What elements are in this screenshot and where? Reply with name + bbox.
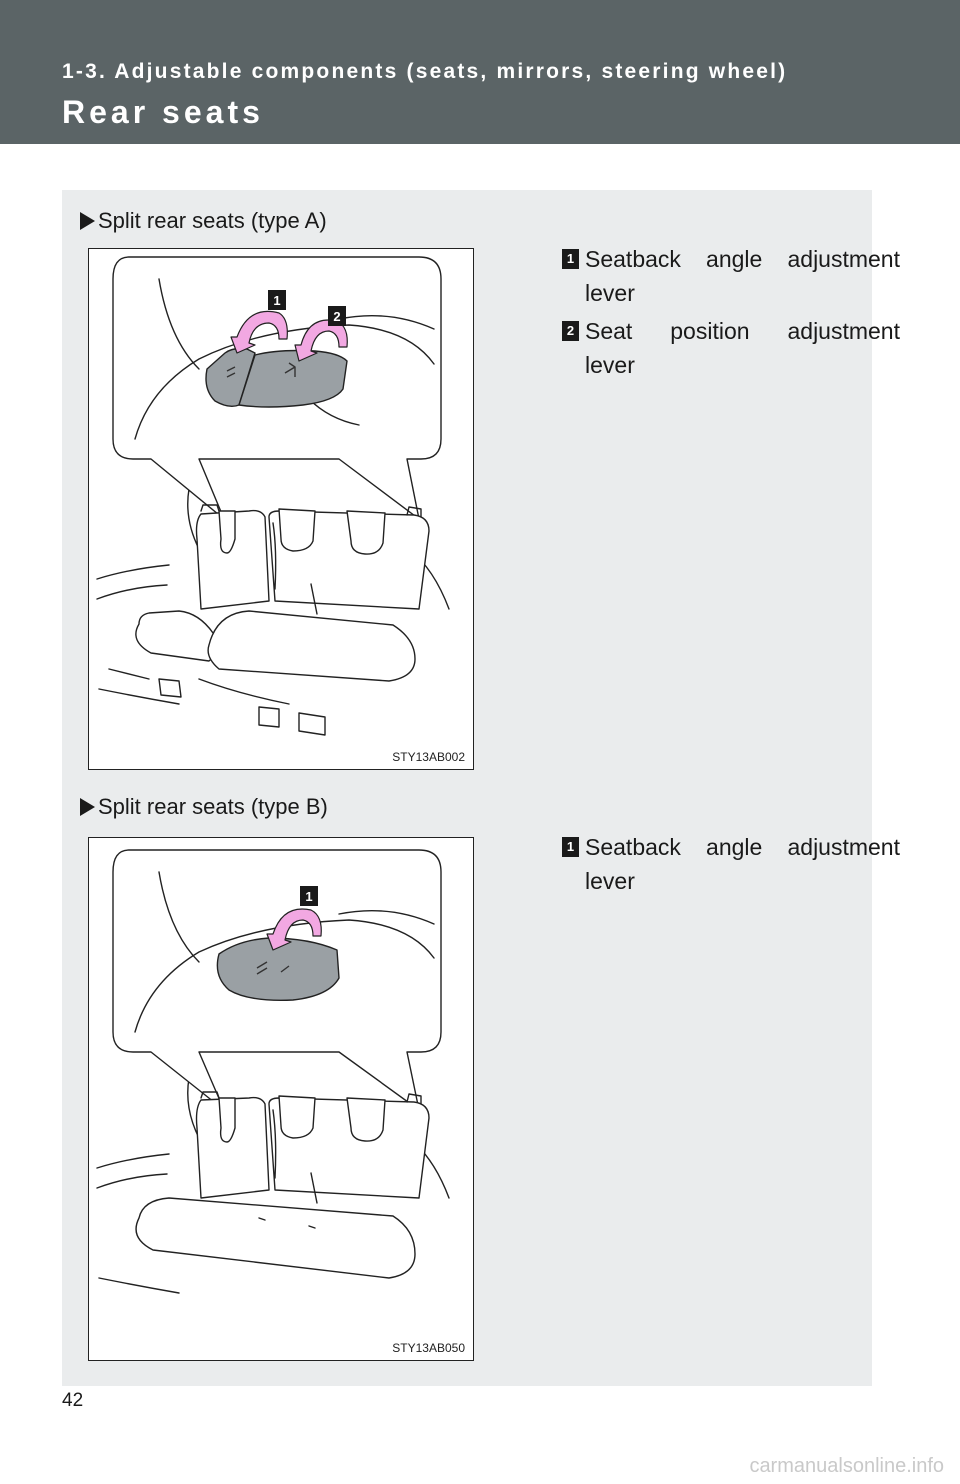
section-heading-type-a: Split rear seats (type A) [80,208,327,234]
section-heading-text: Split rear seats (type B) [98,794,328,819]
callout-text-line: Seatback angle adjustment [585,246,900,272]
number-badge: 1 [562,837,579,857]
svg-text:2: 2 [333,309,340,324]
rear-seat-type-b-illustration: 1 [96,849,450,1294]
figure-type-b: 1 STY13AB050 [88,837,474,1361]
watermark: carmanualsonline.info [749,1455,944,1477]
callout-text-line: Seat position adjustment [585,318,900,344]
number-badge: 1 [562,249,579,269]
section-heading-text: Split rear seats (type A) [98,208,327,233]
callout-text-line: lever [585,352,635,378]
triangle-bullet-icon [80,212,95,230]
svg-text:1: 1 [273,293,280,308]
page-number: 42 [62,1390,84,1411]
rear-seat-type-a-illustration: 1 2 [96,256,450,736]
section-title: 1-3. Adjustable components (seats, mirro… [62,60,788,83]
callout-seatback-angle-lever: 1 Seatback angle adjustment lever [562,242,900,310]
figure-code: STY13AB002 [392,750,465,764]
section-heading-type-b: Split rear seats (type B) [80,794,328,820]
callout-text-line: Seatback angle adjustment [585,834,900,860]
callout-seatback-angle-lever-b: 1 Seatback angle adjustment lever [562,830,900,898]
callout-text-line: lever [585,868,635,894]
figure-type-a: 1 2 STY13AB002 [88,248,474,770]
page-title: Rear seats [62,94,264,130]
svg-text:1: 1 [305,889,312,904]
callout-text-line: lever [585,280,635,306]
callout-seat-position-lever: 2 Seat position adjustment lever [562,314,900,382]
figure-code: STY13AB050 [392,1341,465,1355]
triangle-bullet-icon [80,798,95,816]
content-panel: Split rear seats (type A) [62,190,900,1386]
page-header: 1-3. Adjustable components (seats, mirro… [0,0,960,144]
number-badge: 2 [562,321,579,341]
